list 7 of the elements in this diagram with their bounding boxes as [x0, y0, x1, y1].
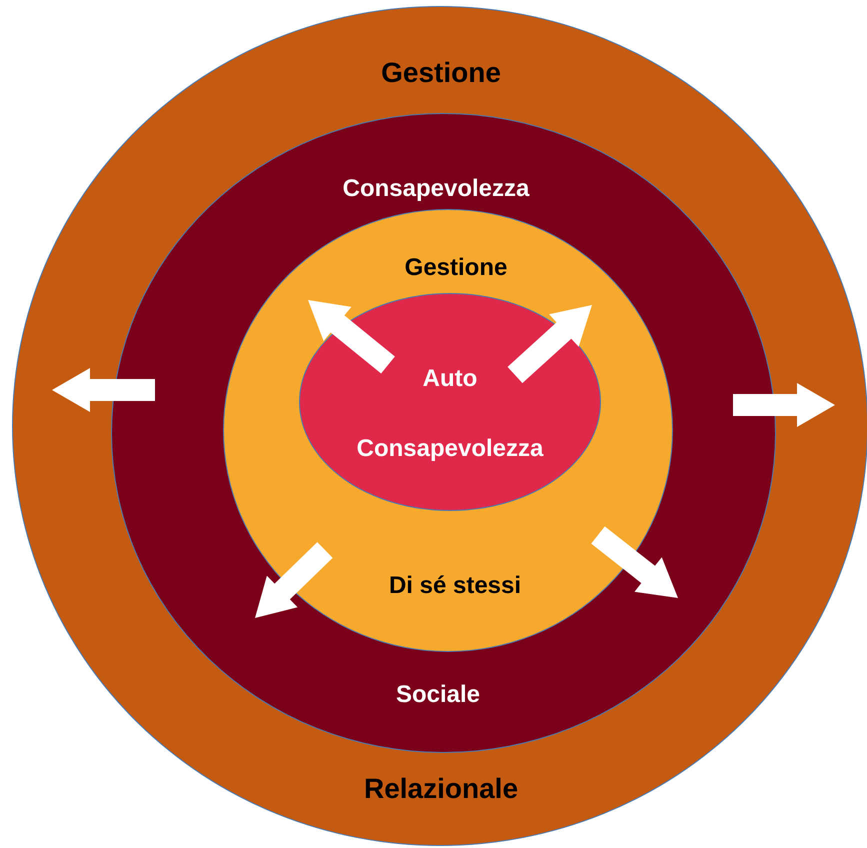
ring-label: Relazionale [364, 773, 518, 805]
ring-label: Sociale [396, 681, 480, 709]
ring-label: Gestione [404, 254, 508, 282]
ring-label: Auto Consapevolezza [356, 364, 544, 464]
ring-label: Gestione [381, 57, 501, 89]
ring-label: Consapevolezza [342, 175, 530, 203]
ring-label: Di sé stessi [388, 572, 522, 600]
